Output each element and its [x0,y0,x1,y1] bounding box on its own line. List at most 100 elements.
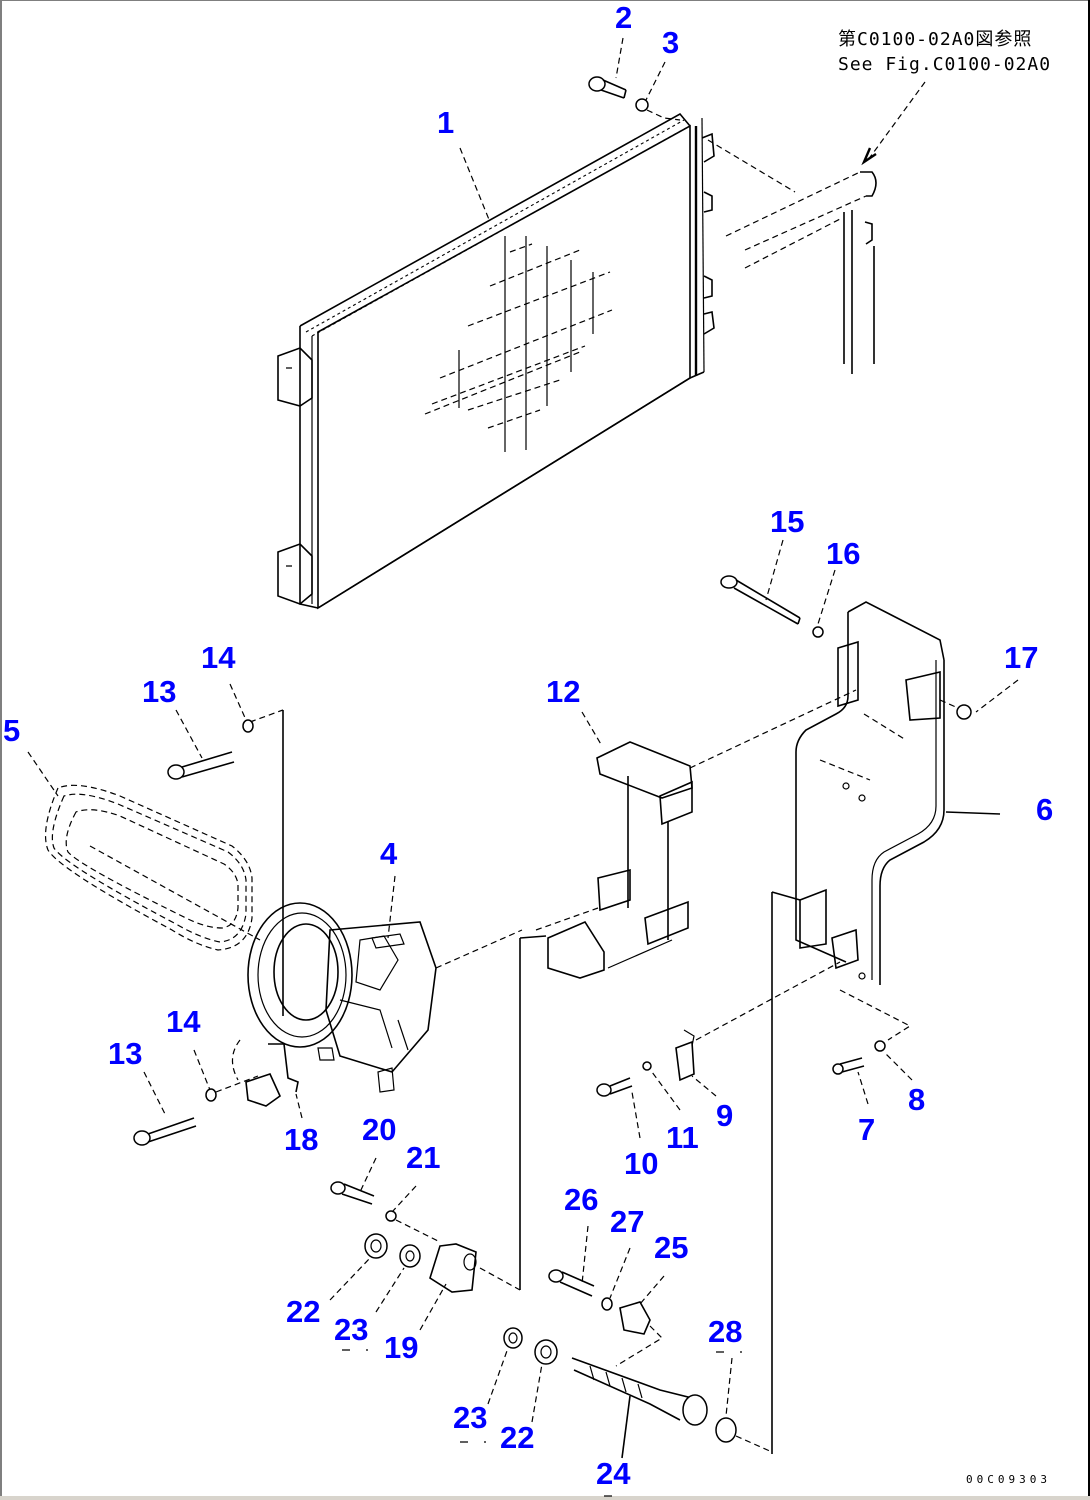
callout-26[interactable]: 26 [564,1182,598,1217]
callout-underline-marks [342,1349,742,1497]
callout-20[interactable]: 20 [362,1112,396,1147]
callout-7[interactable]: 7 [858,1112,875,1147]
leader-27 [609,1247,631,1299]
leader-28-callout [725,1357,733,1417]
compressor-lug [317,1047,335,1061]
callout-11[interactable]: 11 [666,1120,699,1155]
nut-22-upper [364,1233,388,1259]
condenser-left-mount-lower [277,543,313,605]
figure-id: 00C09303 [966,1473,1051,1486]
bracket-18-curve [231,1039,241,1081]
bolt-20-head [330,1181,346,1195]
bracket-6-lower-boss [831,928,859,970]
part-condenser [277,112,715,610]
leader-23-upper [375,1267,405,1313]
leader-clip-9 [695,961,841,1041]
bracket-12-posts [627,776,669,940]
leader-21 [395,1219,441,1243]
frame-top-rail-3 [744,217,843,269]
assembly-line-middle-top [519,935,547,939]
support-frame-reference [707,139,877,374]
callout-19[interactable]: 19 [384,1330,418,1365]
washer-3 [635,98,649,112]
callout-4[interactable]: 4 [380,836,398,871]
condenser-core-grid [424,236,613,452]
bracket-6-hole-2 [858,794,866,802]
condenser-fin-line-1 [305,119,685,333]
condenser-right-tank-outer [701,117,705,373]
compressor-pulley-groove [273,923,339,1021]
callout-23-lower[interactable]: 23 [453,1400,487,1435]
part-block-19 [429,1243,521,1293]
callout-2[interactable]: 2 [615,0,632,35]
callout-12[interactable]: 12 [546,674,580,709]
part-spacer-25 [619,1301,651,1335]
callout-15[interactable]: 15 [770,504,804,539]
callout-6[interactable]: 6 [1036,792,1053,827]
callout-5[interactable]: 5 [3,713,20,748]
callout-21[interactable]: 21 [406,1140,440,1175]
compressor-pulley-mid [257,912,347,1038]
clip-9-body [675,1040,695,1082]
part-v-belt [44,784,261,951]
v-belt-outer [44,784,253,951]
part-washer-3 [635,98,649,112]
v-belt-inner [65,809,239,929]
part-bolt-13-upper [167,751,235,780]
callout-14-upper[interactable]: 14 [201,640,236,675]
callout-14-lower[interactable]: 14 [166,1004,201,1039]
callout-1[interactable]: 1 [437,105,454,140]
callout-23-upper[interactable]: 23 [334,1312,368,1347]
leader-20 [359,1157,377,1193]
callout-13-upper[interactable]: 13 [142,674,176,709]
callout-leaders [27,37,1019,1459]
leader-9 [691,1075,717,1097]
leader-25 [639,1275,665,1305]
washer-21 [385,1210,397,1222]
condenser-face [317,124,691,610]
callout-25[interactable]: 25 [654,1230,688,1265]
reference-arrow [861,147,877,166]
bracket-18-body [268,1043,299,1093]
callout-13-lower[interactable]: 13 [108,1036,142,1071]
compressor-body [325,921,437,1073]
block-19-bore [463,1253,477,1271]
washer-23-upper [399,1244,421,1268]
frame-border-top [0,0,1090,1]
bolt-10-shank [609,1077,633,1095]
washer-8 [874,1040,886,1052]
callout-8[interactable]: 8 [908,1082,925,1117]
callout-18[interactable]: 18 [284,1122,318,1157]
part-adjusting-bolt-24 [571,1357,708,1426]
callout-27[interactable]: 27 [610,1204,644,1239]
part-washer-23-lower [503,1327,523,1349]
bracket-6-fold-lines [819,713,907,781]
leader-21-callout [391,1185,417,1213]
bracket-6-top-tab [837,640,859,708]
part-bolt-2 [588,76,627,99]
bolt-13-lower-head [133,1130,151,1146]
nut-22-lower-hole [540,1345,552,1359]
part-clip-9 [675,1029,695,1082]
callout-17[interactable]: 17 [1004,640,1038,675]
washer-23-lower [503,1327,523,1349]
callout-22-upper[interactable]: 22 [286,1294,320,1329]
callout-3[interactable]: 3 [662,25,679,60]
bolt-7-shank [839,1057,865,1073]
leader-8 [883,1051,913,1081]
bracket-12-foot [547,920,605,979]
bracket-12-leader-left [535,907,599,931]
leader-23-lower [487,1347,509,1405]
callout-10[interactable]: 10 [624,1146,658,1181]
callout-22-lower[interactable]: 22 [500,1420,534,1455]
compressor-clutch [355,935,399,991]
bolt-2-head [588,76,606,92]
callout-24[interactable]: 24 [596,1456,631,1491]
frame-top-rail-2 [744,195,867,251]
adjusting-bolt-24-threads [589,1365,643,1399]
callout-9[interactable]: 9 [716,1098,733,1133]
part-nut-17 [956,704,972,720]
callout-16[interactable]: 16 [826,536,860,571]
callout-28[interactable]: 28 [708,1314,742,1349]
